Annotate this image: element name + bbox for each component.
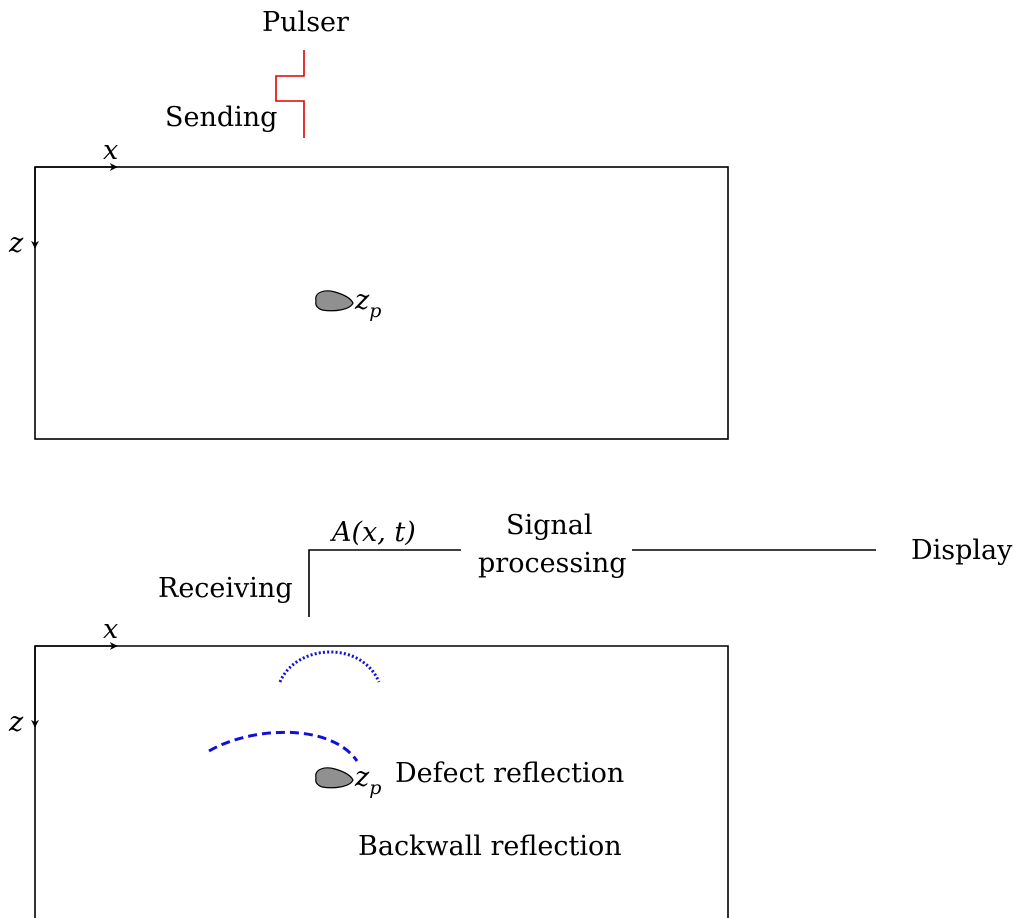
- signal-processing-line1: Signal: [506, 510, 593, 541]
- display-label: Display: [911, 535, 1013, 566]
- top-specimen-block: [34, 166, 729, 440]
- pulser-label: Pulser: [262, 7, 349, 38]
- signal-label: A(x, t): [329, 517, 416, 548]
- sending-label: Sending: [165, 102, 277, 133]
- top-z-axis-label: z: [8, 228, 24, 259]
- defect-echo-arc: [208, 730, 359, 762]
- defect-reflection-label: Defect reflection: [395, 758, 624, 789]
- bottom-specimen-block: [34, 645, 729, 918]
- top-x-axis-label: x: [103, 135, 118, 166]
- bottom-z-axis-label: z: [8, 707, 24, 738]
- top-panel: Pulser Sending x z zp: [8, 7, 729, 440]
- top-defect-icon: [315, 290, 354, 312]
- top-defect-label: zp: [354, 285, 381, 322]
- sending-pulse: [275, 50, 305, 138]
- bottom-defect-icon: [315, 767, 354, 789]
- bottom-x-axis-label: x: [103, 614, 118, 645]
- direct-wave-arc: [278, 650, 381, 683]
- received-signal-line: [308, 549, 461, 617]
- bottom-panel: A(x, t) Receiving Signal processing Disp…: [8, 510, 1013, 918]
- bottom-defect-label: zp: [354, 762, 381, 799]
- receiving-label: Receiving: [158, 573, 293, 604]
- backwall-reflection-label: Backwall reflection: [358, 831, 622, 862]
- signal-processing-line2: processing: [478, 548, 627, 579]
